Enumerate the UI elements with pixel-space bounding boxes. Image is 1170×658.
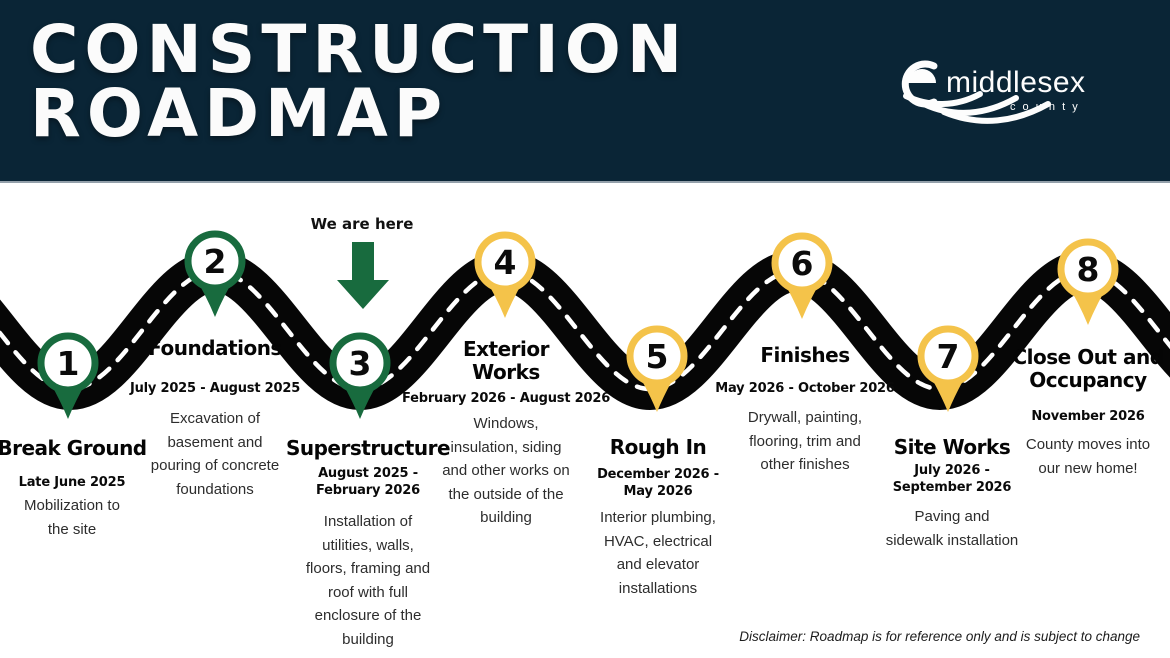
milestone-description-1: Mobilization to the site (24, 497, 120, 538)
milestone-pin-4: 4 (474, 231, 536, 318)
milestone-pin-7: 7 (917, 325, 979, 412)
county-logo: middlesex c o u n t y (901, 60, 1086, 124)
pin-number-4: 4 (494, 243, 517, 282)
pin-number-2: 2 (204, 242, 227, 281)
milestone-pin-6: 6 (771, 232, 833, 319)
milestone-pin-3: 3 (329, 332, 391, 419)
pin-number-1: 1 (57, 344, 80, 383)
milestone-pin-8: 8 (1057, 238, 1119, 325)
pin-number-7: 7 (937, 337, 960, 376)
milestone-date-6: May 2026 - October 2026 (715, 381, 895, 396)
milestone-description-4: Windows, insulation, siding and other wo… (442, 415, 570, 527)
pin-ring-6 (771, 232, 833, 294)
pin-number-6: 6 (791, 244, 814, 283)
pin-ring-7 (917, 325, 979, 387)
milestone-date-5: December 2026 - May 2026 (597, 467, 719, 499)
milestone-description-7: Paving and sidewalk installation (885, 508, 1019, 549)
pin-number-8: 8 (1077, 250, 1100, 289)
we-are-here-arrow (337, 242, 389, 309)
pin-ring-3 (329, 332, 391, 394)
milestone-pin-1: 1 (37, 332, 99, 419)
milestone-pin-5: 5 (626, 325, 688, 412)
milestone-date-8: November 2026 (1031, 409, 1145, 424)
page-title-line-1: CONSTRUCTION (30, 11, 689, 88)
milestone-title-3: Superstructure (285, 436, 451, 460)
milestone-date-1: Late June 2025 (18, 475, 126, 490)
milestone-title-1: Break Ground (0, 436, 147, 460)
disclaimer-text: Disclaimer: Roadmap is for reference onl… (739, 629, 1140, 644)
pin-number-5: 5 (646, 337, 669, 376)
we-are-here-label: We are here (310, 215, 414, 233)
milestone-date-2: July 2025 - August 2025 (129, 381, 301, 396)
milestone-title-7: Site Works (893, 435, 1011, 459)
logo-subtext: c o u n t y (1010, 101, 1080, 113)
milestone-title-6: Finishes (760, 343, 850, 367)
milestone-date-4: February 2026 - August 2026 (401, 391, 611, 406)
logo-wordmark: middlesex (946, 66, 1086, 99)
milestone-date-7: July 2026 - September 2026 (892, 463, 1012, 495)
milestone-title-4: Exterior Works (462, 337, 550, 384)
milestone-date-3: August 2025 - February 2026 (316, 466, 420, 498)
pin-ring-8 (1057, 238, 1119, 300)
milestone-description-8: County moves into our new home! (1025, 436, 1151, 477)
pin-ring-2 (184, 230, 246, 292)
milestone-title-8: Close Out and Occupancy (1012, 345, 1164, 392)
milestone-description-5: Interior plumbing, HVAC, electrical and … (600, 509, 716, 597)
milestone-description-3: Installation of utilities, walls, floors… (305, 513, 431, 648)
milestone-description-6: Drywall, painting, flooring, trim and ot… (747, 409, 863, 474)
milestone-pin-2: 2 (184, 230, 246, 317)
pin-ring-4 (474, 231, 536, 293)
milestone-title-5: Rough In (609, 435, 707, 459)
road-centerline (0, 268, 1170, 392)
pin-ring-5 (626, 325, 688, 387)
page-title-line-2: ROADMAP (30, 75, 449, 153)
sun-and-fields-icon (901, 60, 1051, 124)
pin-ring-1 (37, 332, 99, 394)
milestone-title-2: Foundations (148, 336, 282, 360)
milestone-description-2: Excavation of basement and pouring of co… (150, 410, 280, 498)
pin-number-3: 3 (349, 344, 372, 383)
pins-layer: 1 2 3 4 5 6 7 8 (37, 230, 1119, 419)
